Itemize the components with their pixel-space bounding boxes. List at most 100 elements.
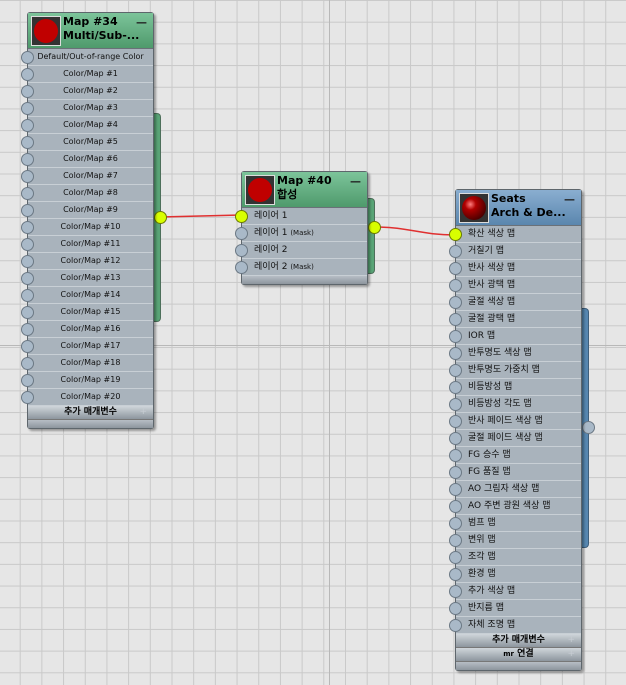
input-socket[interactable] bbox=[21, 238, 34, 251]
input-socket[interactable] bbox=[21, 153, 34, 166]
input-slot[interactable]: AO 주변 광원 색상 맵 bbox=[449, 498, 581, 515]
input-socket[interactable] bbox=[21, 170, 34, 183]
input-socket[interactable] bbox=[21, 204, 34, 217]
input-slot[interactable]: 굴절 색상 맵 bbox=[449, 294, 581, 311]
input-socket[interactable] bbox=[449, 585, 462, 598]
input-socket[interactable] bbox=[449, 602, 462, 615]
additional-params-rollout[interactable]: 추가 매개변수+ bbox=[456, 634, 581, 648]
map40-output-socket[interactable] bbox=[368, 221, 381, 234]
input-socket[interactable] bbox=[449, 466, 462, 479]
input-socket[interactable] bbox=[449, 449, 462, 462]
input-socket[interactable] bbox=[21, 289, 34, 302]
input-socket[interactable] bbox=[449, 228, 462, 241]
input-slot[interactable]: Color/Map #4 bbox=[21, 117, 153, 134]
additional-params-rollout[interactable]: 추가 매개변수+ bbox=[28, 406, 153, 420]
input-slot[interactable]: IOR 맵 bbox=[449, 328, 581, 345]
wire-map34-to-map40[interactable] bbox=[159, 214, 242, 218]
input-slot[interactable]: 레이어 2 (Mask) bbox=[235, 259, 367, 276]
input-slot[interactable]: 레이어 2 bbox=[235, 242, 367, 259]
input-slot[interactable]: 조각 맵 bbox=[449, 549, 581, 566]
input-socket[interactable] bbox=[449, 483, 462, 496]
input-socket[interactable] bbox=[449, 415, 462, 428]
input-socket[interactable] bbox=[21, 102, 34, 115]
input-socket[interactable] bbox=[21, 255, 34, 268]
input-slot[interactable]: 자체 조명 맵 bbox=[449, 617, 581, 634]
input-slot[interactable]: 환경 맵 bbox=[449, 566, 581, 583]
input-socket[interactable] bbox=[21, 51, 34, 64]
input-slot[interactable]: Color/Map #5 bbox=[21, 134, 153, 151]
input-slot[interactable]: Color/Map #8 bbox=[21, 185, 153, 202]
input-socket[interactable] bbox=[449, 279, 462, 292]
input-slot[interactable]: 거칠기 맵 bbox=[449, 243, 581, 260]
map34-output-socket[interactable] bbox=[154, 211, 167, 224]
input-slot[interactable]: 반사 페이드 색상 맵 bbox=[449, 413, 581, 430]
input-socket[interactable] bbox=[21, 119, 34, 132]
input-slot[interactable]: 비등방성 각도 맵 bbox=[449, 396, 581, 413]
input-slot[interactable]: AO 그림자 색상 맵 bbox=[449, 481, 581, 498]
input-slot[interactable]: Color/Map #15 bbox=[21, 304, 153, 321]
input-slot[interactable]: Color/Map #9 bbox=[21, 202, 153, 219]
input-socket[interactable] bbox=[235, 227, 248, 240]
minimize-button[interactable]: — bbox=[350, 175, 361, 188]
input-socket[interactable] bbox=[449, 619, 462, 632]
input-slot[interactable]: Color/Map #14 bbox=[21, 287, 153, 304]
input-slot[interactable]: 변위 맵 bbox=[449, 532, 581, 549]
input-socket[interactable] bbox=[449, 330, 462, 343]
input-socket[interactable] bbox=[449, 313, 462, 326]
input-socket[interactable] bbox=[21, 221, 34, 234]
input-socket[interactable] bbox=[235, 244, 248, 257]
input-slot[interactable]: Color/Map #2 bbox=[21, 83, 153, 100]
input-socket[interactable] bbox=[21, 136, 34, 149]
input-socket[interactable] bbox=[21, 306, 34, 319]
input-socket[interactable] bbox=[449, 500, 462, 513]
input-socket[interactable] bbox=[449, 432, 462, 445]
input-slot[interactable]: Color/Map #6 bbox=[21, 151, 153, 168]
input-slot[interactable]: Color/Map #17 bbox=[21, 338, 153, 355]
input-socket[interactable] bbox=[449, 262, 462, 275]
input-socket[interactable] bbox=[449, 347, 462, 360]
input-slot[interactable]: FG 승수 맵 bbox=[449, 447, 581, 464]
input-slot[interactable]: Color/Map #10 bbox=[21, 219, 153, 236]
input-slot[interactable]: FG 품질 맵 bbox=[449, 464, 581, 481]
input-slot[interactable]: 굴절 페이드 색상 맵 bbox=[449, 430, 581, 447]
wire-map40-to-seats[interactable] bbox=[373, 226, 456, 236]
input-socket[interactable] bbox=[21, 374, 34, 387]
input-slot[interactable]: 비등방성 맵 bbox=[449, 379, 581, 396]
input-socket[interactable] bbox=[235, 261, 248, 274]
input-slot[interactable]: Color/Map #3 bbox=[21, 100, 153, 117]
input-slot[interactable]: 반사 광택 맵 bbox=[449, 277, 581, 294]
input-slot[interactable]: Color/Map #7 bbox=[21, 168, 153, 185]
mr-connection-rollout[interactable]: mr 연결+ bbox=[456, 648, 581, 662]
input-socket[interactable] bbox=[21, 357, 34, 370]
input-socket[interactable] bbox=[235, 210, 248, 223]
input-socket[interactable] bbox=[449, 364, 462, 377]
input-slot[interactable]: Color/Map #18 bbox=[21, 355, 153, 372]
input-slot[interactable]: Color/Map #12 bbox=[21, 253, 153, 270]
resize-grip[interactable] bbox=[28, 420, 153, 428]
input-socket[interactable] bbox=[21, 187, 34, 200]
input-socket[interactable] bbox=[21, 323, 34, 336]
input-slot[interactable]: 확산 색상 맵 bbox=[449, 226, 581, 243]
input-socket[interactable] bbox=[21, 340, 34, 353]
input-slot[interactable]: 굴절 광택 맵 bbox=[449, 311, 581, 328]
input-slot[interactable]: Color/Map #20 bbox=[21, 389, 153, 406]
input-slot[interactable]: 범프 맵 bbox=[449, 515, 581, 532]
input-socket[interactable] bbox=[449, 568, 462, 581]
resize-grip[interactable] bbox=[242, 276, 367, 284]
minimize-button[interactable]: — bbox=[564, 193, 575, 206]
input-socket[interactable] bbox=[449, 398, 462, 411]
minimize-button[interactable]: — bbox=[136, 16, 147, 29]
input-socket[interactable] bbox=[449, 296, 462, 309]
input-slot[interactable]: 반사 색상 맵 bbox=[449, 260, 581, 277]
input-slot[interactable]: Color/Map #13 bbox=[21, 270, 153, 287]
input-slot[interactable]: 반투명도 가중치 맵 bbox=[449, 362, 581, 379]
input-socket[interactable] bbox=[21, 391, 34, 404]
input-socket[interactable] bbox=[449, 551, 462, 564]
input-socket[interactable] bbox=[21, 85, 34, 98]
input-slot[interactable]: 레이어 1 bbox=[235, 208, 367, 225]
